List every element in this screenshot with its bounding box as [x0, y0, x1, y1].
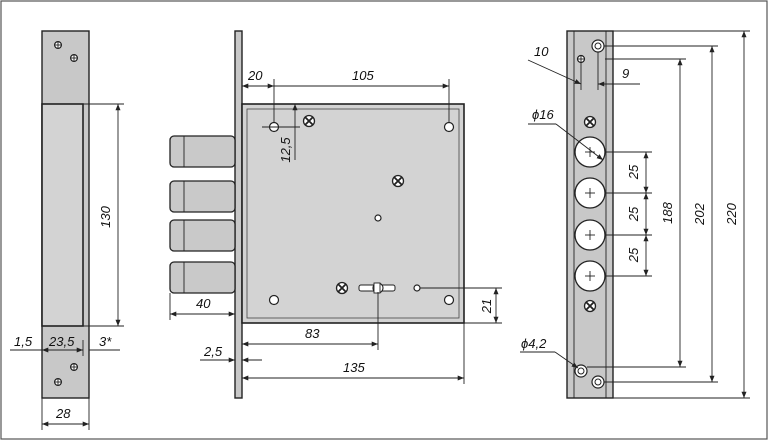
bolt-1 [169, 135, 236, 168]
dim-12-5: 12,5 [278, 137, 293, 163]
front-faceplate-edge [234, 30, 243, 399]
case-small-hole [413, 284, 421, 292]
dim-28: 28 [55, 406, 71, 421]
bolt-3 [169, 219, 236, 252]
lock-case [241, 103, 465, 324]
bolt-hole-2 [574, 177, 606, 209]
dim-25-a: 25 [626, 164, 641, 180]
bolt-2 [169, 180, 236, 213]
bolt-hole-3 [574, 219, 606, 251]
dim-202: 202 [692, 202, 707, 225]
right-faceplate-view: 10 9 ϕ16 25 25 25 188 202 220 [520, 30, 750, 399]
left-lock-case-outline [41, 103, 84, 327]
left-side-view: 130 1,5 23,5 3* 28 [10, 30, 124, 430]
screw-top [302, 114, 316, 128]
right-screw-top [583, 115, 597, 129]
case-hole-center [374, 214, 382, 222]
dim-25-c: 25 [626, 247, 641, 263]
dim-diameter-16: ϕ16 [532, 107, 554, 122]
dim-40: 40 [196, 296, 211, 311]
case-hole-bottom-right [443, 294, 455, 306]
dim-9: 9 [622, 66, 629, 81]
dim-3-star: 3* [99, 334, 112, 349]
dim-2-5: 2,5 [203, 344, 223, 359]
bolt-4 [169, 261, 236, 294]
dim-220: 220 [724, 202, 739, 225]
front-view: 20 105 12,5 40 21 83 2,5 135 [169, 30, 502, 399]
dim-130: 130 [98, 205, 113, 227]
dim-10: 10 [534, 44, 549, 59]
dim-25-b: 25 [626, 206, 641, 222]
case-hole-bottom-left [268, 294, 280, 306]
dim-188: 188 [660, 201, 675, 223]
screw-bottom [335, 281, 349, 295]
bolt-hole-4 [574, 260, 606, 292]
dim-20: 20 [247, 68, 263, 83]
dim-diameter-4-2: ϕ4,2 [521, 336, 547, 351]
dim-23-5: 23,5 [48, 334, 75, 349]
dim-135: 135 [343, 360, 365, 375]
dim-83: 83 [305, 326, 320, 341]
right-faceplate [566, 30, 614, 399]
screw-middle [391, 174, 405, 188]
dim-21: 21 [479, 299, 494, 314]
dim-105: 105 [352, 68, 374, 83]
keyhole [358, 282, 396, 294]
case-hole-top-right [443, 121, 455, 133]
dim-1-5: 1,5 [14, 334, 33, 349]
right-screw-bottom [583, 299, 597, 313]
